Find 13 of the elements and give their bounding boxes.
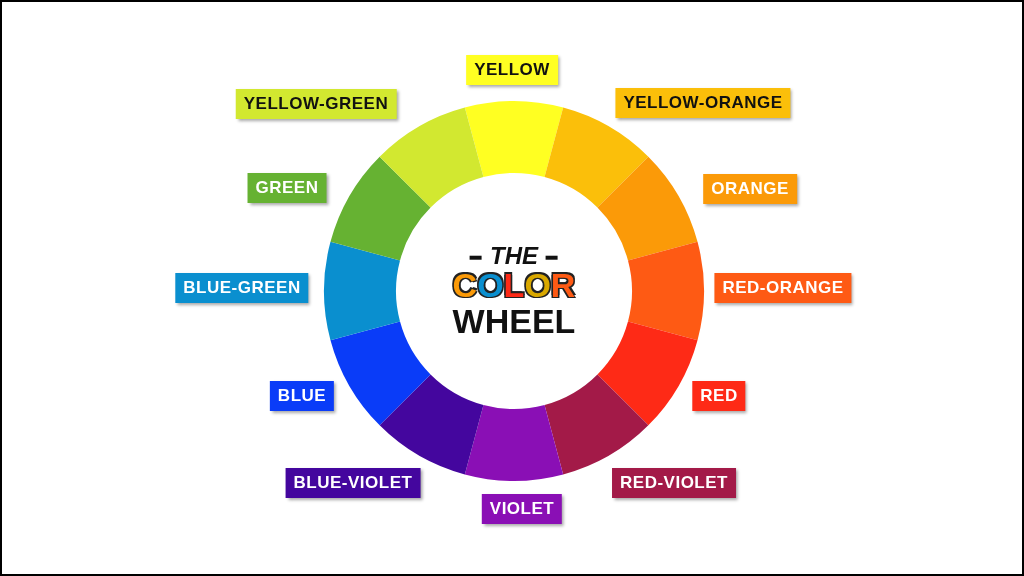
color-label: YELLOW-GREEN <box>235 89 397 119</box>
color-label: BLUE-VIOLET <box>285 468 421 498</box>
color-label: BLUE <box>269 381 335 411</box>
color-label: RED <box>692 381 746 411</box>
color-label: BLUE-GREEN <box>175 273 309 303</box>
color-label: RED-VIOLET <box>612 468 736 498</box>
color-label: YELLOW <box>466 55 558 85</box>
color-label: VIOLET <box>481 494 563 524</box>
color-label: GREEN <box>247 173 327 203</box>
wheel-title: THE COLOR WHEEL <box>452 242 576 340</box>
color-label: RED-ORANGE <box>714 273 852 303</box>
color-label: ORANGE <box>703 174 797 204</box>
color-label: YELLOW-ORANGE <box>615 88 791 118</box>
